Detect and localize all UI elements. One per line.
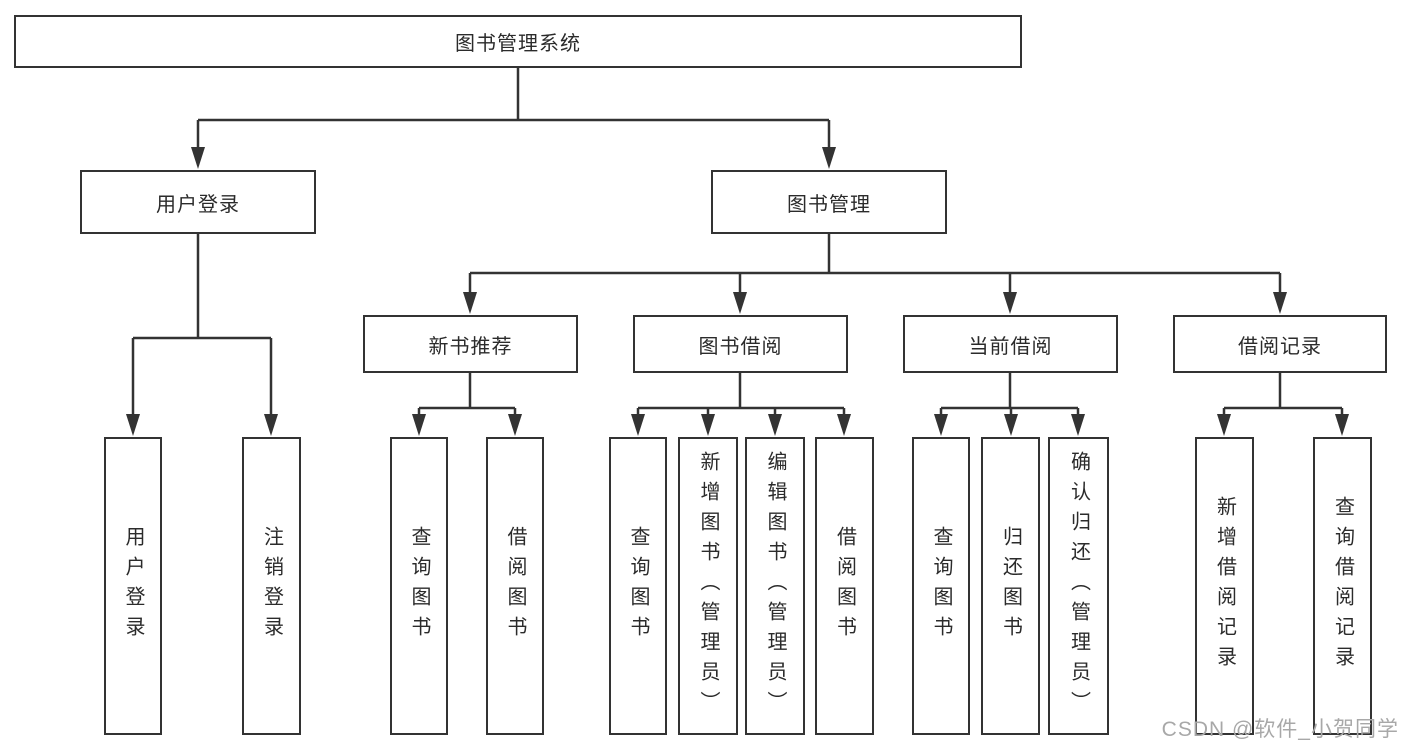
node-user-login: 用户登录 (80, 170, 316, 234)
node-borrow-books-recommend: 借阅图书 (486, 437, 544, 735)
node-edit-books-admin: 编辑图书（管理员） (745, 437, 805, 735)
node-user-login-leaf: 用户登录 (104, 437, 162, 735)
node-label: 确认归还（管理员） (1067, 451, 1090, 721)
node-current-borrowing: 当前借阅 (903, 315, 1118, 373)
node-label: 查询图书 (408, 526, 430, 646)
node-logout: 注销登录 (242, 437, 301, 735)
node-label: 新增图书（管理员） (697, 451, 719, 721)
node-query-books-recommend: 查询图书 (390, 437, 448, 735)
node-label: 查询图书 (627, 526, 649, 646)
node-label: 注销登录 (260, 526, 283, 646)
node-label: 查询借阅记录 (1331, 496, 1354, 676)
node-label: 归还图书 (999, 526, 1022, 646)
node-label: 借阅图书 (833, 526, 856, 646)
node-label: 查询图书 (930, 526, 952, 646)
node-library-system: 图书管理系统 (14, 15, 1022, 68)
node-book-borrowing: 图书借阅 (633, 315, 848, 373)
node-label: 用户登录 (122, 526, 144, 646)
node-confirm-return-admin: 确认归还（管理员） (1048, 437, 1109, 735)
node-label: 借阅图书 (504, 526, 526, 646)
node-label: 编辑图书（管理员） (764, 451, 786, 721)
node-query-books-borrowing: 查询图书 (609, 437, 667, 735)
node-return-books: 归还图书 (981, 437, 1040, 735)
node-borrow-books-leaf: 借阅图书 (815, 437, 874, 735)
node-query-books-current: 查询图书 (912, 437, 970, 735)
node-label: 新增借阅记录 (1213, 496, 1236, 676)
node-add-books-admin: 新增图书（管理员） (678, 437, 738, 735)
node-borrowing-records: 借阅记录 (1173, 315, 1387, 373)
node-query-borrow-record: 查询借阅记录 (1313, 437, 1372, 735)
csdn-watermark: CSDN @软件_小贺同学 (1161, 718, 1399, 741)
node-add-borrow-record: 新增借阅记录 (1195, 437, 1254, 735)
node-new-book-recommendation: 新书推荐 (363, 315, 578, 373)
node-book-management: 图书管理 (711, 170, 947, 234)
